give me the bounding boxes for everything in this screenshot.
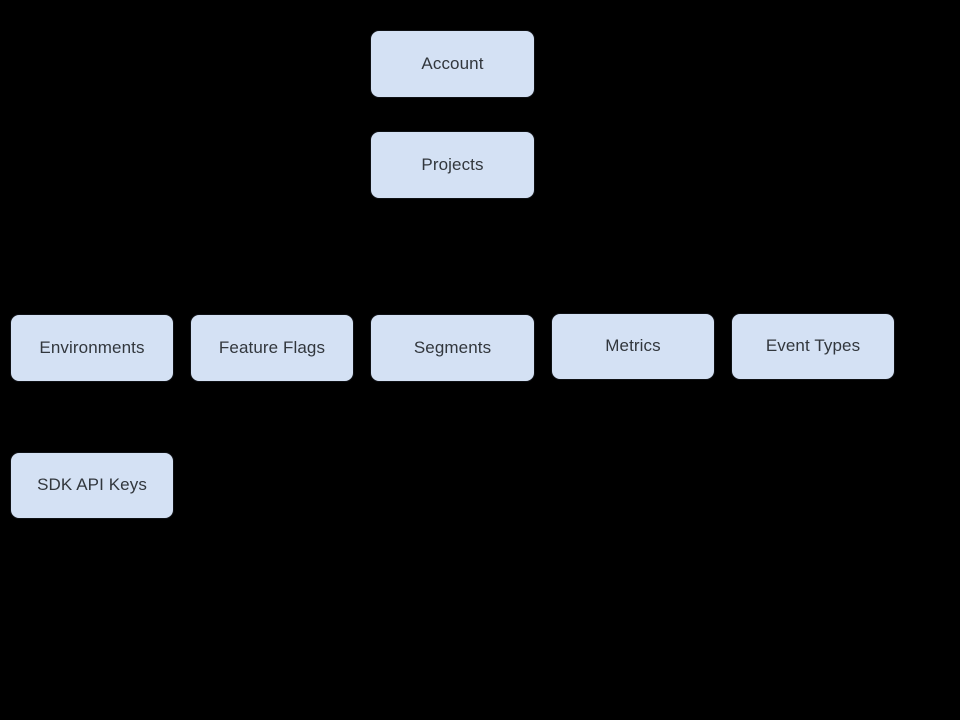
node-label: Account	[421, 53, 484, 73]
node-label: Event Types	[765, 336, 861, 356]
node-label: Environments	[39, 337, 145, 357]
node-feature-flags[interactable]: Feature Flags	[190, 314, 354, 382]
node-label: SDK API Keys	[37, 475, 147, 495]
node-label: Segments	[413, 337, 492, 357]
node-segments[interactable]: Segments	[370, 314, 535, 382]
node-projects[interactable]: Projects	[370, 131, 535, 199]
node-label: Feature Flags	[218, 337, 326, 357]
node-event-types[interactable]: Event Types	[731, 313, 895, 380]
node-label: Projects	[421, 154, 484, 174]
node-sdk-api-keys[interactable]: SDK API Keys	[10, 452, 174, 519]
node-environments[interactable]: Environments	[10, 314, 174, 382]
node-account[interactable]: Account	[370, 30, 535, 98]
node-label: Metrics	[605, 336, 661, 356]
node-metrics[interactable]: Metrics	[551, 313, 715, 380]
